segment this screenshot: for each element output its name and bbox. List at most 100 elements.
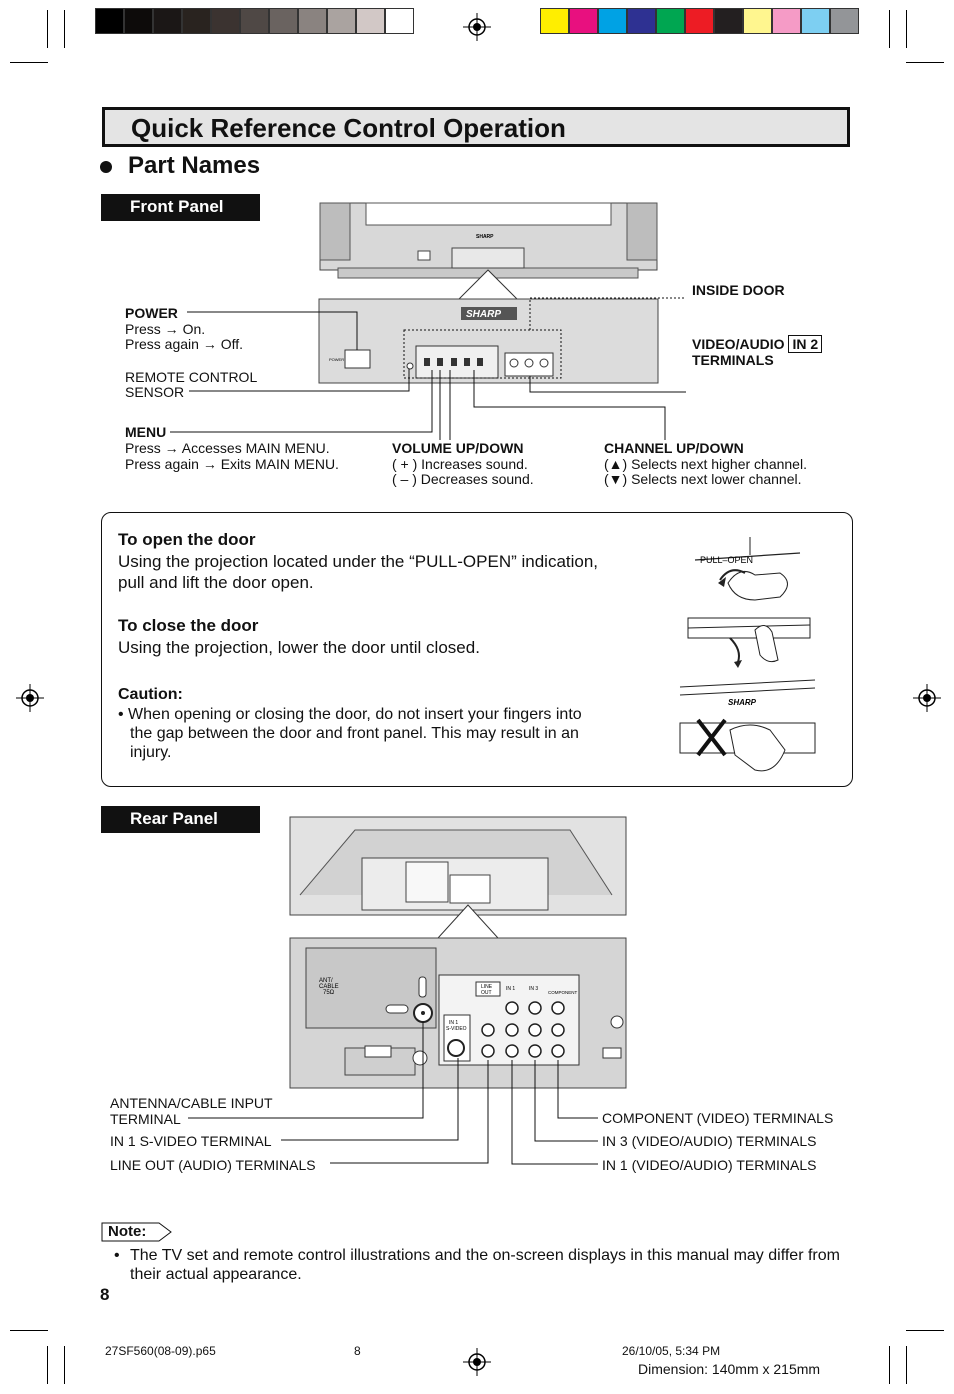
caution-text-2: the gap between the door and front panel… xyxy=(130,725,579,742)
color-swatch xyxy=(124,8,153,34)
caution-heading: Caution: xyxy=(118,686,183,703)
registration-mark-icon xyxy=(463,13,491,41)
antenna-label-1: ANTENNA/CABLE INPUT xyxy=(110,1095,273,1111)
caution-text-1: • When opening or closing the door, do n… xyxy=(118,706,582,723)
video-audio-label: VIDEO/AUDIO IN 2 xyxy=(692,335,823,353)
svg-text:LINE: LINE xyxy=(481,984,493,990)
close-door-heading: To close the door xyxy=(118,616,259,635)
front-panel-tab: Front Panel xyxy=(101,194,260,221)
note-text-1: The TV set and remote control illustrati… xyxy=(130,1247,840,1264)
svg-text:SHARP: SHARP xyxy=(728,698,757,707)
remote-sensor-label-1: REMOTE CONTROL xyxy=(125,369,258,385)
footer-file: 27SF560(08-09).p65 xyxy=(105,1344,216,1358)
page-number: 8 xyxy=(100,1285,110,1304)
video-audio-terminals-label: TERMINALS xyxy=(692,352,774,368)
front-panel-illustration: SHARP SHARP POWER xyxy=(170,202,686,440)
open-door-text-2: pull and lift the door open. xyxy=(118,573,314,592)
inside-door-label: INSIDE DOOR xyxy=(692,282,785,298)
svg-text:S-VIDEO: S-VIDEO xyxy=(446,1026,467,1032)
rear-panel-illustration: ANT/ CABLE 75Ω IN 1 S-VIDEO LINE OUT IN … xyxy=(188,816,627,1165)
color-swatch xyxy=(569,8,598,34)
svg-text:IN 1: IN 1 xyxy=(449,1020,458,1026)
registration-mark-icon xyxy=(913,684,941,712)
remote-sensor-label-2: SENSOR xyxy=(125,384,185,400)
volume-label: VOLUME UP/DOWN xyxy=(392,440,524,456)
note-bullet: • xyxy=(114,1247,120,1264)
registration-mark-icon xyxy=(16,684,44,712)
open-door-heading: To open the door xyxy=(118,530,256,549)
color-swatch xyxy=(627,8,656,34)
svg-text:IN 3: IN 3 xyxy=(529,986,538,992)
color-bar xyxy=(540,8,859,34)
svg-text:POWER: POWER xyxy=(329,357,344,362)
svg-text:SHARP: SHARP xyxy=(476,234,494,240)
color-swatch xyxy=(801,8,830,34)
footer-page: 8 xyxy=(354,1344,361,1358)
color-swatch xyxy=(153,8,182,34)
color-swatch xyxy=(656,8,685,34)
note-tag: Note: xyxy=(101,1222,173,1247)
section-title-text: Part Names xyxy=(128,152,261,179)
color-swatch xyxy=(298,8,327,34)
page-title: Quick Reference Control Operation xyxy=(131,113,566,143)
power-desc-on: Press → On. xyxy=(125,321,206,337)
color-swatch xyxy=(95,8,124,34)
caution-illustration: SHARP xyxy=(679,679,816,772)
registration-mark-icon xyxy=(463,1348,491,1376)
rear-panel-tab: Rear Panel xyxy=(101,806,260,833)
color-swatch xyxy=(540,8,569,34)
note-label: Note: xyxy=(108,1223,147,1240)
pull-open-illustration: PULL–OPEN xyxy=(694,537,801,601)
color-swatch xyxy=(356,8,385,34)
color-swatch xyxy=(240,8,269,34)
color-swatch xyxy=(714,8,743,34)
color-swatch xyxy=(269,8,298,34)
power-label: POWER xyxy=(125,305,178,321)
menu-desc-2: Press again → Exits MAIN MENU. xyxy=(125,456,339,472)
color-swatch xyxy=(830,8,859,34)
in1-label: IN 1 (VIDEO/AUDIO) TERMINALS xyxy=(602,1157,817,1173)
svideo-label: IN 1 S-VIDEO TERMINAL xyxy=(110,1133,272,1149)
door-illustrations: PULL–OPEN SHARP xyxy=(679,537,816,772)
channel-label: CHANNEL UP/DOWN xyxy=(604,440,744,456)
svg-text:PULL–OPEN: PULL–OPEN xyxy=(700,555,753,565)
menu-desc-1: Press → Accesses MAIN MENU. xyxy=(125,440,330,456)
lineout-label: LINE OUT (AUDIO) TERMINALS xyxy=(110,1157,316,1173)
caution-text-3: injury. xyxy=(130,744,172,761)
close-door-illustration xyxy=(687,617,811,668)
color-swatch xyxy=(743,8,772,34)
door-instructions-box xyxy=(101,512,853,787)
page-title-bar: Quick Reference Control Operation xyxy=(102,107,850,147)
note-text-2: their actual appearance. xyxy=(130,1266,302,1283)
component-label: COMPONENT (VIDEO) TERMINALS xyxy=(602,1110,834,1126)
svg-text:CABLE: CABLE xyxy=(319,984,339,990)
color-swatch xyxy=(772,8,801,34)
color-swatch xyxy=(385,8,414,34)
volume-desc-2: ( – ) Decreases sound. xyxy=(392,471,534,487)
grayscale-bar xyxy=(95,8,414,34)
channel-desc-2: (▼) Selects next lower channel. xyxy=(604,471,802,487)
svg-text:IN 1: IN 1 xyxy=(506,986,515,992)
svg-text:OUT: OUT xyxy=(481,990,492,996)
footer-dimension: Dimension: 140mm x 215mm xyxy=(638,1361,821,1377)
color-swatch xyxy=(685,8,714,34)
color-swatch xyxy=(327,8,356,34)
channel-desc-1: (▲) Selects next higher channel. xyxy=(604,456,807,472)
close-door-text: Using the projection, lower the door unt… xyxy=(118,638,480,657)
sharp-logo-icon: SHARP xyxy=(466,309,501,320)
antenna-label-2: TERMINAL xyxy=(110,1111,181,1127)
color-swatch xyxy=(182,8,211,34)
bullet-icon xyxy=(100,160,112,173)
volume-desc-1: ( + ) Increases sound. xyxy=(392,456,528,472)
power-desc-off: Press again → Off. xyxy=(125,336,244,352)
color-swatch xyxy=(598,8,627,34)
section-title: Part Names xyxy=(100,152,260,180)
menu-label: MENU xyxy=(125,424,167,440)
footer-timestamp: 26/10/05, 5:34 PM xyxy=(622,1344,721,1358)
color-swatch xyxy=(211,8,240,34)
svg-text:75Ω: 75Ω xyxy=(323,990,335,996)
svg-text:COMPONENT: COMPONENT xyxy=(548,990,578,995)
svg-text:ANT/: ANT/ xyxy=(319,978,333,984)
open-door-text-1: Using the projection located under the “… xyxy=(118,552,599,571)
in3-label: IN 3 (VIDEO/AUDIO) TERMINALS xyxy=(602,1133,817,1149)
